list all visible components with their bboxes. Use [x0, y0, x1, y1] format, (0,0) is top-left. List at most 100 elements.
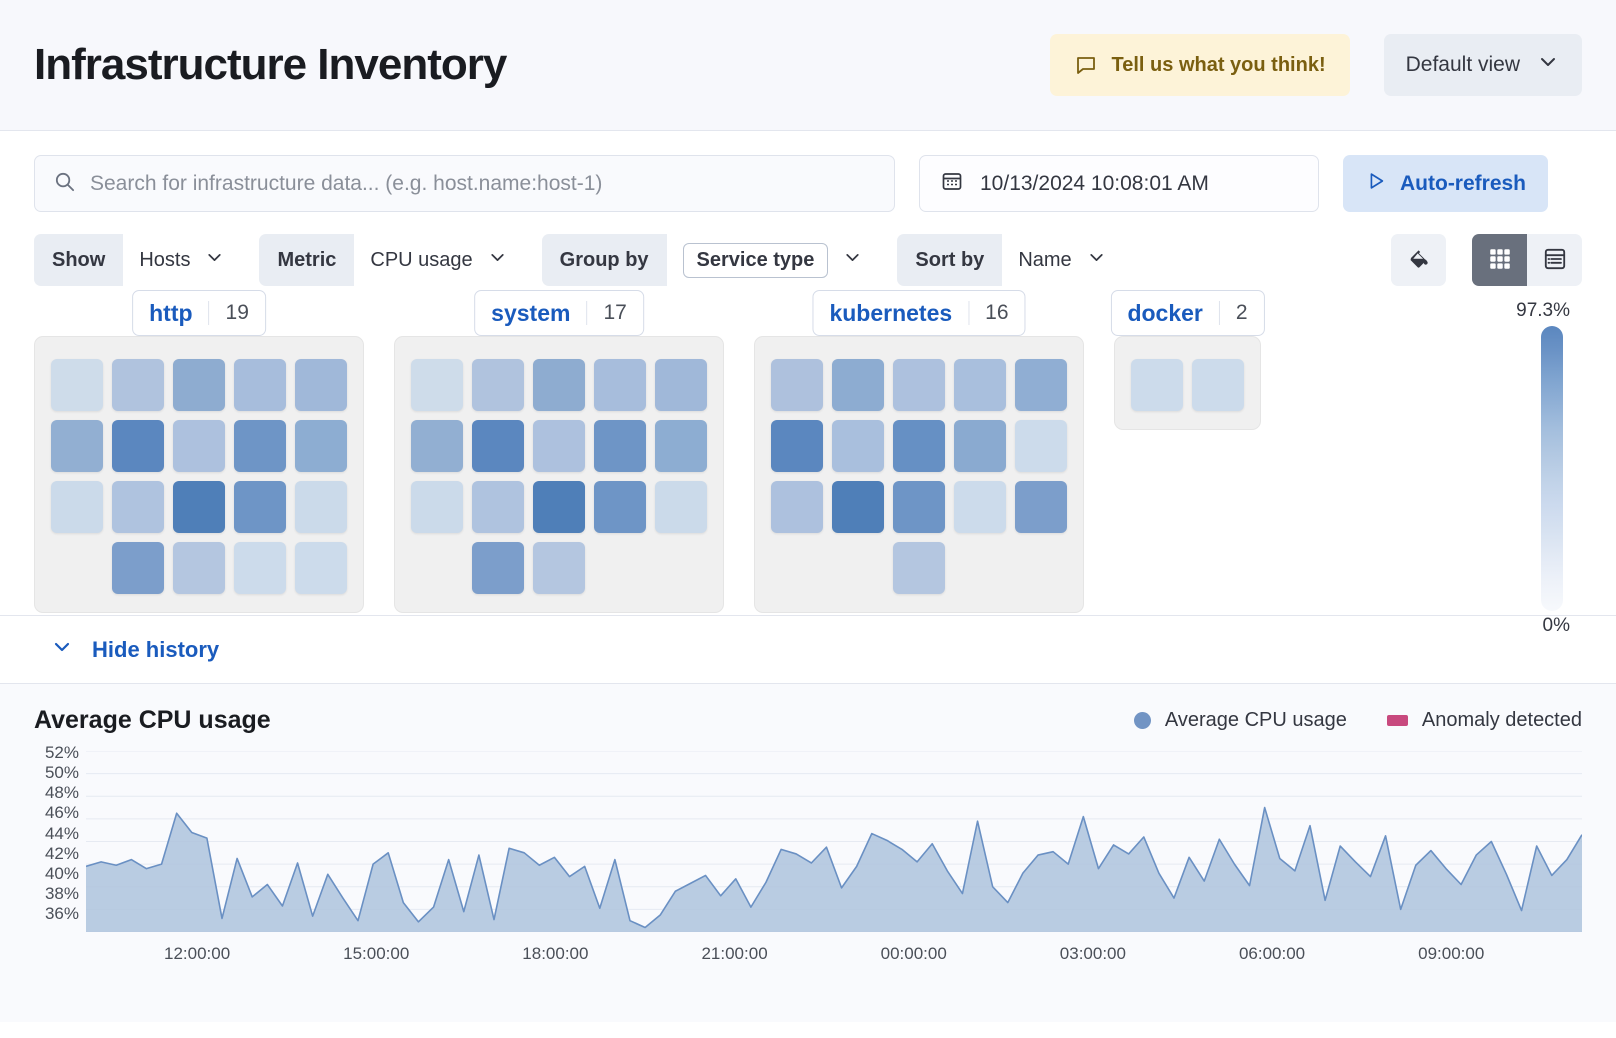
hide-history-button[interactable]: Hide history [50, 635, 219, 665]
y-tick-label: 42% [44, 843, 79, 863]
y-tick-label: 50% [44, 763, 79, 783]
waffle-tile[interactable] [234, 481, 286, 533]
waffle-tile[interactable] [234, 359, 286, 411]
history-chart-panel: Average CPU usage Average CPU usage Anom… [0, 684, 1616, 1022]
waffle-tile[interactable] [51, 481, 103, 533]
waffle-tile[interactable] [472, 359, 524, 411]
waffle-tile[interactable] [295, 481, 347, 533]
waffle-tile[interactable] [594, 359, 646, 411]
calendar-icon [940, 169, 964, 199]
filter-metric: Metric CPU usage [259, 234, 523, 286]
color-legend: 97.3% 0% [1492, 300, 1570, 637]
filter-group-by-value: Service type [682, 242, 829, 278]
waffle-tile[interactable] [411, 481, 463, 533]
x-tick-label: 06:00:00 [1238, 944, 1306, 963]
default-view-button[interactable]: Default view [1383, 34, 1582, 96]
y-tick-label: 52% [44, 743, 79, 762]
waffle-tile[interactable] [954, 420, 1006, 472]
page-header: Infrastructure Inventory Tell us what yo… [0, 0, 1616, 131]
feedback-label: Tell us what you think! [1111, 53, 1326, 76]
waffle-tile[interactable] [893, 359, 945, 411]
waffle-tile[interactable] [173, 542, 225, 594]
waffle-tile[interactable] [295, 542, 347, 594]
waffle-tile[interactable] [51, 359, 103, 411]
date-picker[interactable]: 10/13/2024 10:08:01 AM [919, 155, 1319, 212]
chevron-down-icon [487, 247, 508, 274]
waffle-tile-grid [51, 359, 347, 594]
waffle-tile[interactable] [655, 420, 707, 472]
chevron-down-icon [1536, 50, 1560, 80]
filter-metric-select[interactable]: CPU usage [354, 234, 523, 286]
waffle-tile[interactable] [112, 542, 164, 594]
waffle-tile[interactable] [472, 542, 524, 594]
legend-item-average-cpu-usage[interactable]: Average CPU usage [1133, 709, 1347, 732]
waffle-tile[interactable] [832, 481, 884, 533]
filter-sort-by-select[interactable]: Name [1002, 234, 1122, 286]
feedback-button[interactable]: Tell us what you think! [1049, 34, 1350, 96]
auto-refresh-button[interactable]: Auto-refresh [1343, 155, 1549, 212]
waffle-tile[interactable] [655, 359, 707, 411]
grid-view-button[interactable] [1472, 234, 1527, 286]
search-input[interactable]: Search for infrastructure data... (e.g. … [34, 155, 895, 212]
waffle-tile[interactable] [173, 420, 225, 472]
chevron-down-icon [842, 247, 863, 274]
waffle-tile[interactable] [472, 481, 524, 533]
waffle-tile[interactable] [1015, 420, 1067, 472]
waffle-tile[interactable] [893, 420, 945, 472]
waffle-tile[interactable] [173, 359, 225, 411]
waffle-tile[interactable] [1131, 359, 1183, 411]
waffle-tile[interactable] [1192, 359, 1244, 411]
waffle-tile[interactable] [533, 359, 585, 411]
waffle-tile[interactable] [954, 481, 1006, 533]
waffle-tile[interactable] [295, 420, 347, 472]
waffle-tile[interactable] [954, 359, 1006, 411]
waffle-tile[interactable] [1015, 359, 1067, 411]
waffle-tile[interactable] [234, 542, 286, 594]
waffle-tile[interactable] [893, 542, 945, 594]
waffle-tile[interactable] [832, 359, 884, 411]
waffle-tile[interactable] [893, 481, 945, 533]
table-view-button[interactable] [1527, 234, 1582, 286]
waffle-group-name: kubernetes [829, 299, 953, 326]
waffle-tile[interactable] [112, 420, 164, 472]
legend-item-anomaly-detected[interactable]: Anomaly detected [1386, 709, 1582, 732]
waffle-tile[interactable] [1015, 481, 1067, 533]
waffle-tile[interactable] [771, 359, 823, 411]
waffle-tile[interactable] [533, 420, 585, 472]
waffle-group-body [754, 336, 1084, 613]
waffle-group-kubernetes: kubernetes 16 [754, 290, 1084, 613]
waffle-tile[interactable] [112, 481, 164, 533]
filter-group-by-select[interactable]: Service type [667, 234, 880, 286]
paint-bucket-button[interactable] [1391, 234, 1446, 286]
filter-show-select[interactable]: Hosts [123, 234, 241, 286]
filter-sort-by-label: Sort by [897, 234, 1003, 286]
filter-sort-by-value: Name [1018, 248, 1072, 271]
waffle-tile[interactable] [173, 481, 225, 533]
waffle-tile[interactable] [234, 420, 286, 472]
waffle-tile[interactable] [832, 420, 884, 472]
waffle-tile[interactable] [533, 481, 585, 533]
waffle-tile[interactable] [411, 359, 463, 411]
waffle-tile[interactable] [472, 420, 524, 472]
waffle-group-count: 16 [968, 301, 1024, 325]
waffle-tile[interactable] [295, 359, 347, 411]
chart-title: Average CPU usage [34, 706, 271, 734]
waffle-group-body [394, 336, 724, 613]
waffle-tile[interactable] [112, 359, 164, 411]
waffle-group-header[interactable]: kubernetes 16 [812, 290, 1026, 336]
waffle-tile[interactable] [51, 420, 103, 472]
waffle-tile[interactable] [594, 481, 646, 533]
waffle-tile[interactable] [771, 420, 823, 472]
waffle-tile[interactable] [771, 481, 823, 533]
waffle-tile[interactable] [533, 542, 585, 594]
search-icon [53, 170, 76, 198]
waffle-group-name: http [149, 299, 193, 326]
waffle-tile[interactable] [594, 420, 646, 472]
waffle-tile[interactable] [411, 420, 463, 472]
waffle-tile[interactable] [655, 481, 707, 533]
